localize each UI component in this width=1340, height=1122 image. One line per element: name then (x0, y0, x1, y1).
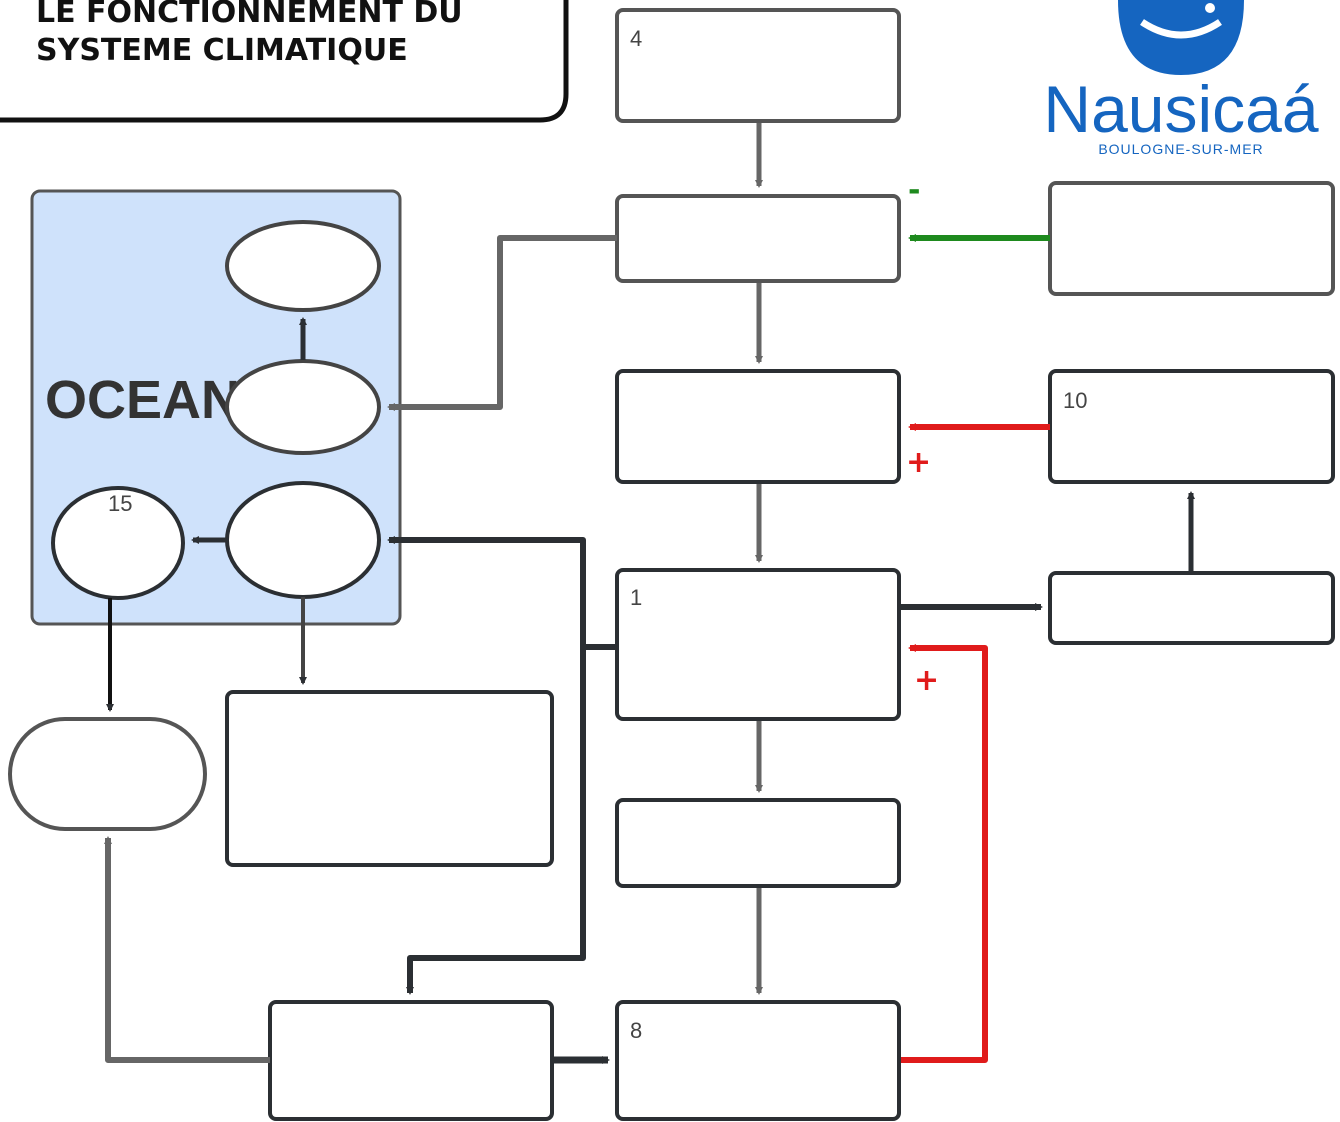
arrow-second-to-ocean (387, 235, 617, 411)
arrow-center-to-ocean (387, 536, 617, 650)
title-box: LE FONCTIONNEMENT DU SYSTEME CLIMATIQUE (0, 0, 569, 123)
ocean-ellipse-top (225, 220, 381, 312)
positive-sign-1: + (906, 445, 931, 480)
nausicaa-logo: Nausicaá BOULOGNE-SUR-MER (1043, 0, 1319, 157)
box-right-lower (1048, 571, 1335, 645)
box-fifth (615, 798, 901, 888)
ocean-ellipse-middle (225, 359, 381, 455)
negative-sign: - (908, 173, 920, 208)
logo-name: Nausicaá (1043, 72, 1318, 146)
box-left-large (225, 690, 554, 867)
ocean-ellipse-lower-right (225, 481, 381, 599)
box-center (615, 568, 901, 721)
arrow-bottom-left-to-rounded (104, 836, 270, 1063)
box-bottom-number: 8 (630, 1018, 642, 1043)
arrow-center-to-bottom-left (406, 647, 586, 995)
ocean-ellipse-lower-left (51, 486, 185, 600)
box-right-middle-number: 10 (1063, 388, 1087, 413)
box-second (615, 194, 901, 283)
box-bottom-left (268, 1000, 554, 1121)
ocean-label: OCEAN (45, 370, 240, 430)
title-line-2: SYSTEME CLIMATIQUE (36, 33, 408, 68)
arrow-positive-feedback-2 (901, 644, 988, 1063)
title-line-1: LE FONCTIONNEMENT DU (36, 0, 463, 30)
box-left-rounded (8, 717, 207, 831)
logo-subtitle: BOULOGNE-SUR-MER (1098, 141, 1263, 157)
box-top-number: 4 (630, 26, 642, 51)
positive-sign-2: + (914, 663, 939, 698)
box-right-middle (1048, 369, 1335, 484)
box-center-number: 1 (630, 585, 642, 610)
ocean-ellipse-number: 15 (108, 491, 132, 516)
box-bottom (615, 1000, 901, 1121)
box-third (615, 369, 901, 484)
box-top (615, 8, 901, 123)
box-right-top (1048, 181, 1335, 296)
